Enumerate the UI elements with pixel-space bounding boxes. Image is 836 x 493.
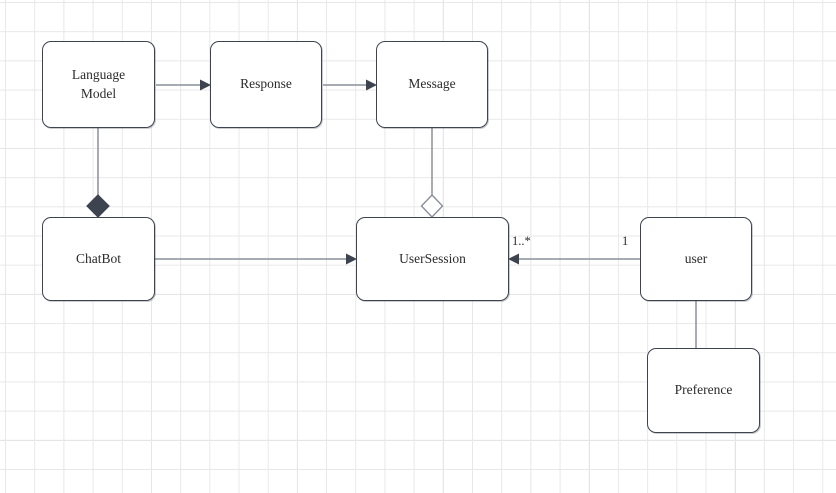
node-label: Response: [240, 76, 292, 92]
node-label: Preference: [674, 382, 733, 398]
edge-response-to-message[interactable]: [323, 79, 377, 91]
node-user[interactable]: user: [640, 217, 752, 301]
node-label: Language Model: [71, 67, 126, 101]
node-user-session[interactable]: UserSession: [356, 217, 509, 301]
multiplicity-user-session: 1..*: [512, 234, 531, 248]
multiplicity-user: 1: [622, 234, 629, 248]
edge-message-to-user-session[interactable]: [420, 128, 444, 219]
node-label: user: [684, 250, 708, 266]
node-message[interactable]: Message: [376, 41, 488, 128]
node-label: ChatBot: [75, 250, 121, 266]
node-preference[interactable]: Preference: [647, 348, 760, 433]
filled-diamond-icon: [86, 194, 110, 218]
edge-chatbot-to-user-session[interactable]: [155, 253, 357, 265]
edge-language-model-to-response[interactable]: [156, 79, 211, 91]
node-label: UserSession: [399, 250, 466, 266]
node-response[interactable]: Response: [210, 41, 322, 128]
node-chatbot[interactable]: ChatBot: [42, 217, 155, 301]
hollow-diamond-icon: [420, 193, 444, 219]
node-language-model[interactable]: Language Model: [42, 41, 155, 128]
node-label: Message: [408, 76, 456, 92]
edge-language-model-to-chatbot[interactable]: [86, 128, 110, 218]
edge-user-to-user-session[interactable]: [508, 253, 640, 265]
